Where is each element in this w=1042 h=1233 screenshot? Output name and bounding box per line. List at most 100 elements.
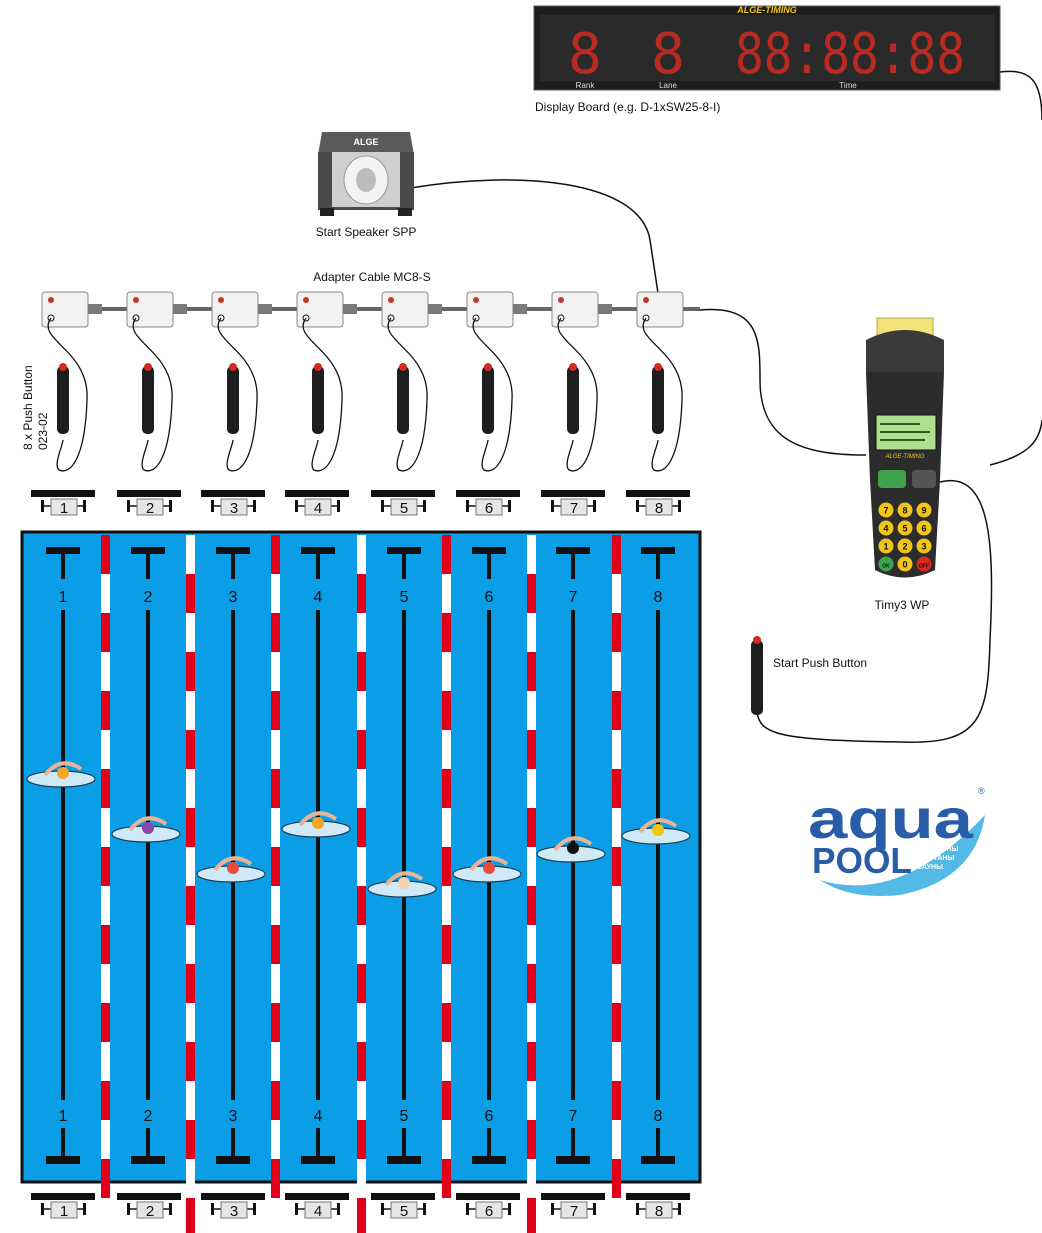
block-lane-number: 6 — [485, 1203, 493, 1220]
lane-6: 66 — [472, 547, 506, 1164]
rope-float — [186, 1120, 195, 1159]
rope-float — [442, 1120, 451, 1159]
rope-float — [357, 535, 366, 574]
lane-bottom-t-stem — [656, 1128, 660, 1156]
rope-float — [101, 574, 110, 613]
push-button-cable — [387, 317, 428, 472]
lane-number-top: 7 — [569, 589, 578, 606]
swimmer-cap — [227, 862, 239, 874]
block-lane-number: 1 — [60, 1203, 68, 1220]
adapter-box-6 — [466, 291, 527, 328]
starting-block-7: 7 — [541, 1193, 605, 1220]
rope-float — [186, 652, 195, 691]
rope-float — [357, 925, 366, 964]
rope-float — [442, 1198, 451, 1233]
block-platform — [201, 1193, 265, 1200]
adapter-connector — [173, 304, 187, 314]
block-label-box — [50, 1201, 78, 1219]
rope-float — [527, 925, 536, 964]
block-lane-number: 4 — [314, 1203, 322, 1220]
block-lane-number: 3 — [230, 1203, 238, 1220]
rope-float — [357, 730, 366, 769]
logo-tagline-3: САУНЫ — [917, 864, 943, 871]
lane-number-top: 1 — [59, 589, 68, 606]
push-button-cable — [472, 317, 513, 472]
timer-key-label: 4 — [883, 524, 888, 534]
rope-float — [442, 886, 451, 925]
rope-float — [186, 613, 195, 652]
lane-number-top: 8 — [654, 589, 663, 606]
lane-push-button-4 — [302, 317, 343, 472]
adapter-box-7 — [551, 291, 612, 328]
timer-key-cap — [897, 556, 913, 572]
block-label-box — [136, 498, 164, 516]
rope-float — [101, 1081, 110, 1120]
push-button-led — [59, 363, 67, 371]
timer-key-cap — [916, 520, 932, 536]
rope-float — [101, 652, 110, 691]
lane-bottom-t-stem — [146, 1128, 150, 1156]
rope-float — [527, 535, 536, 574]
swimmer-cap — [483, 862, 495, 874]
rope-float — [186, 1042, 195, 1081]
push-button-caption-line2: 023-02 — [36, 412, 50, 450]
rope-float — [527, 886, 536, 925]
timer-top-key-right — [912, 470, 936, 488]
block-lane-number: 1 — [60, 500, 68, 517]
logo-tagline-1: БАССЕЙНЫ — [917, 844, 959, 853]
lane-3: 33 — [216, 547, 250, 1164]
rope-float — [271, 613, 280, 652]
block-label-box — [645, 1201, 673, 1219]
rope-float — [357, 613, 366, 652]
start-speaker: ALGE Start Speaker SPP — [316, 132, 417, 239]
timer-key-3: 3 — [916, 538, 932, 554]
swimmer-7 — [536, 836, 606, 863]
starting-block-8: 8 — [626, 1193, 690, 1220]
rope-float — [442, 613, 451, 652]
lane-rope-7 — [612, 535, 621, 1233]
timer-key-label: 1 — [883, 542, 888, 552]
rope-float — [527, 652, 536, 691]
swimmer-cap — [398, 877, 410, 889]
speaker-caption: Start Speaker SPP — [316, 225, 417, 239]
rope-float — [101, 535, 110, 574]
push-button-handle — [312, 366, 324, 434]
logo-registered: ® — [978, 786, 985, 796]
rope-float — [186, 769, 195, 808]
adapter-connector — [428, 304, 442, 314]
rope-float — [612, 925, 621, 964]
lane-bottom-t-bar — [216, 1156, 250, 1164]
starting-block-2: 2 — [117, 1193, 181, 1220]
timer-key-label: 9 — [921, 506, 926, 516]
rope-float — [186, 1003, 195, 1042]
rope-float — [357, 1120, 366, 1159]
rope-float — [357, 691, 366, 730]
lane-line — [402, 610, 406, 1100]
block-lane-number: 2 — [146, 500, 154, 517]
speaker-foot-left — [320, 208, 334, 216]
adapter-box-3 — [211, 291, 272, 328]
block-platform — [117, 490, 181, 497]
lane-label: Lane — [659, 81, 677, 90]
rope-float — [612, 1042, 621, 1081]
lane-top-t-stem — [402, 554, 406, 579]
rope-float — [527, 1081, 536, 1120]
block-label-box — [220, 498, 248, 516]
lane-push-button-5 — [387, 317, 428, 472]
rope-float — [101, 886, 110, 925]
block-platform — [371, 490, 435, 497]
rope-float — [612, 847, 621, 886]
rope-float — [101, 1159, 110, 1198]
swimmer-cap — [57, 767, 69, 779]
rope-float — [612, 769, 621, 808]
timer-key-label: 0 — [902, 560, 907, 570]
block-lane-number: 2 — [146, 1203, 154, 1220]
rope-float — [612, 652, 621, 691]
rope-float — [186, 535, 195, 574]
rope-float — [186, 691, 195, 730]
swimmer-arm — [469, 856, 509, 872]
rope-float — [612, 808, 621, 847]
rope-float — [186, 730, 195, 769]
push-button-handle — [142, 366, 154, 434]
